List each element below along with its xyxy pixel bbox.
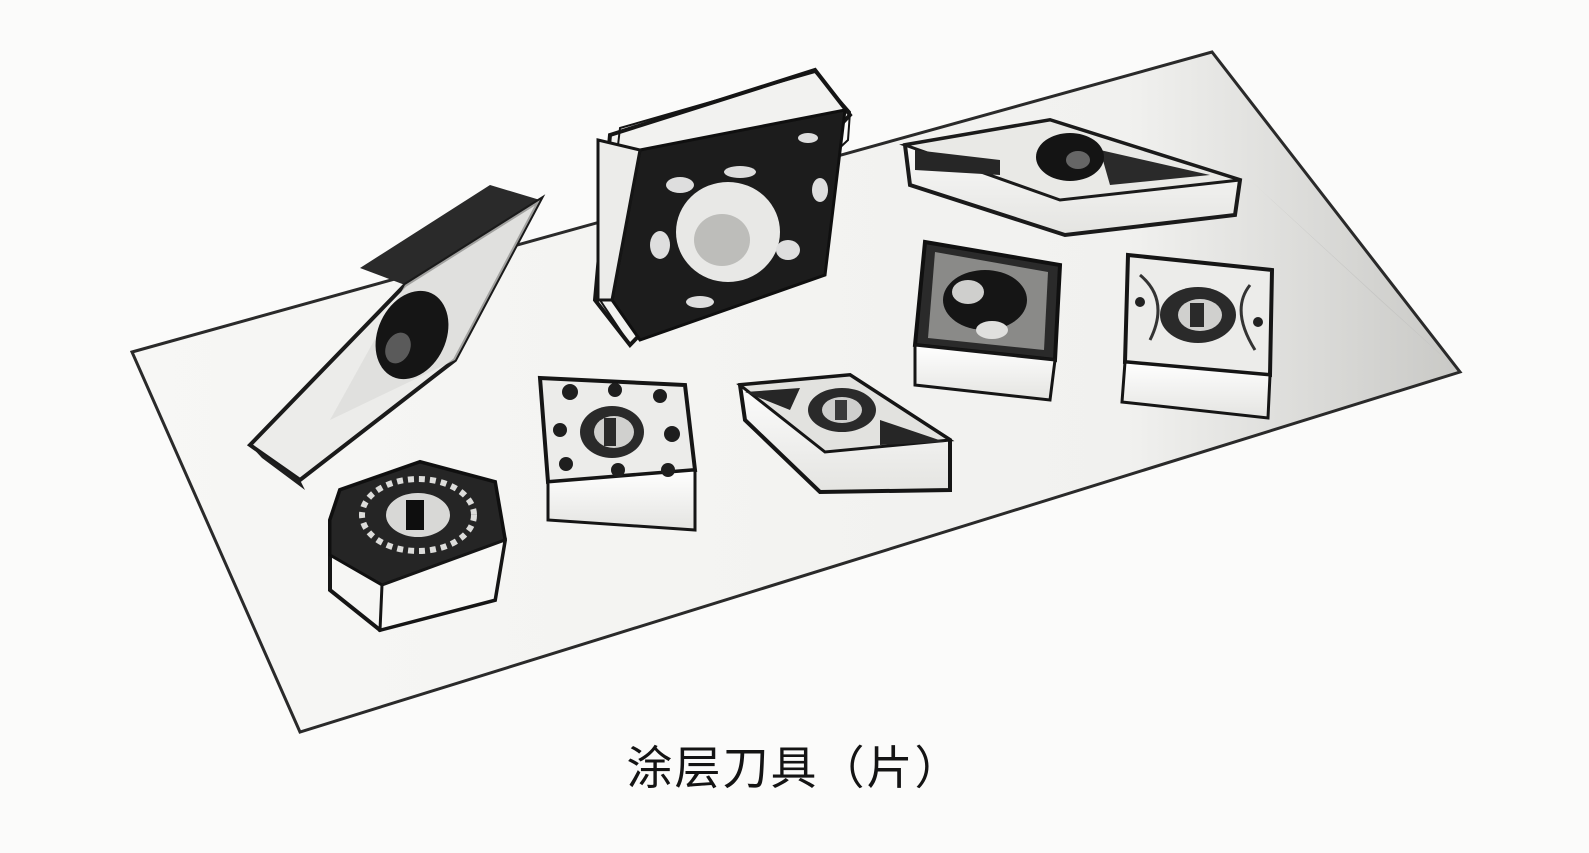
triangular-insert-top-right xyxy=(899,117,1243,238)
hexagonal-insert xyxy=(328,459,508,633)
rhombic-insert-center xyxy=(736,372,955,495)
rhombic-insert-left xyxy=(246,185,546,490)
square-insert-small xyxy=(537,375,698,532)
figure-caption: 涂层刀具（片） xyxy=(626,741,963,795)
square-insert-right xyxy=(1120,252,1275,420)
square-insert-dark-face xyxy=(912,239,1063,402)
square-insert-large-dark xyxy=(592,67,853,349)
coated-inserts-photo xyxy=(129,50,1463,734)
